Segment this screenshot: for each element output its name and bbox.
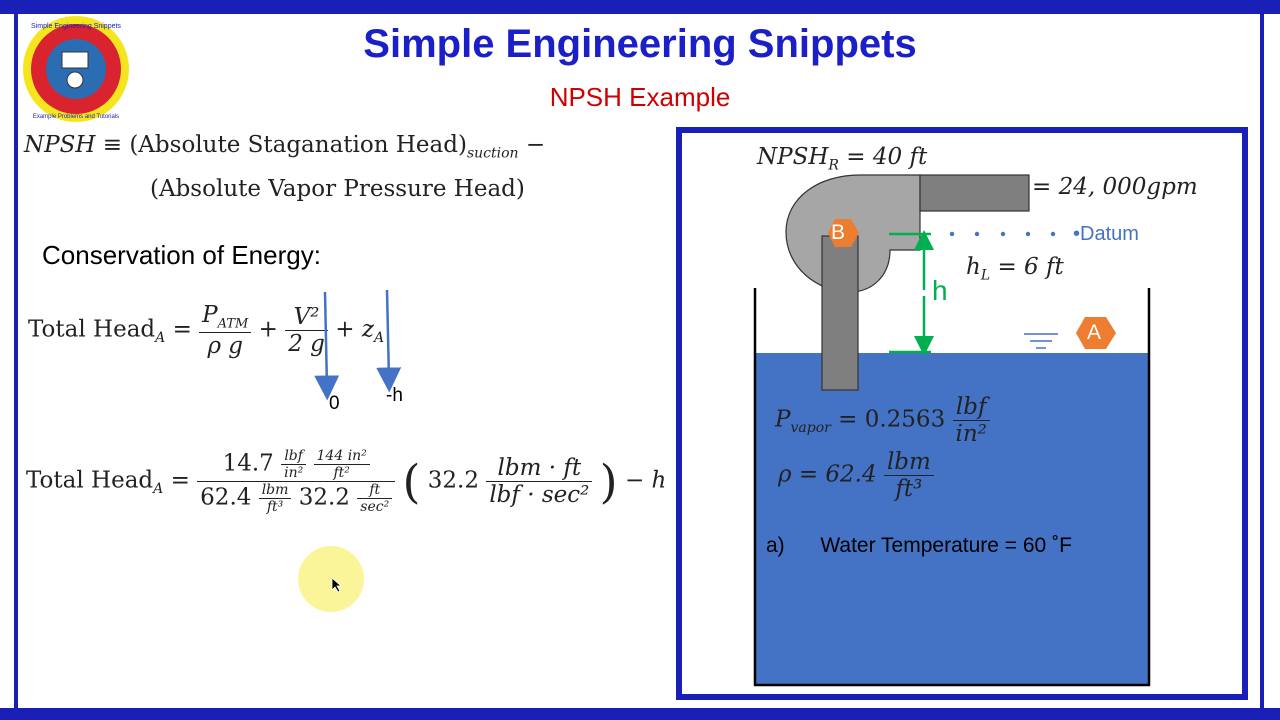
frame-right-bar [1260,14,1264,708]
pressure-head-fraction: PATM ρ g [199,302,252,359]
two-g: 2 g [288,330,325,357]
p-vapor-value: = 0.2563 [838,406,946,433]
npsh-r-sub: R [828,157,839,174]
head-loss-label: hL = 6 ft [966,254,1064,284]
hl-value: = 6 ft [997,254,1064,280]
npsh-symbol: NPSH [24,132,96,158]
patm-unit-top: lbf [281,448,307,465]
suction-pipe [821,235,859,391]
p-vapor-symbol: P [775,406,791,433]
density-unit-top: lbm [258,482,292,499]
gravity-value: 32.2 [298,484,350,511]
channel-logo: Simple Engineering Snippets Example Prob… [23,16,129,122]
stagnation-head-term: (Absolute Staganation Head) [129,132,467,158]
velocity-arrow [314,291,340,401]
p-vapor-unit-top: lbf [952,394,990,421]
vapor-pressure-head-term: (Absolute Vapor Pressure Head) [150,176,525,202]
npsh-r-value: = 40 ft [846,144,928,170]
npsh-definition-line1: NPSH ≡ (Absolute Staganation Head)suctio… [24,132,545,162]
npsh-required-label: NPSHR = 40 ft [757,144,927,174]
p-atm: P [202,302,218,328]
point-b-label: B [831,221,846,244]
z-sub-a: A [373,329,385,346]
conv-unit-bottom: ft² [333,465,350,481]
p-vapor-unit-bottom: in² [955,421,987,447]
mouse-pointer-icon [331,577,343,593]
hl-sub: L [980,267,991,284]
patm-unit-bottom: in² [284,465,304,481]
gc-bottom: lbf · sec² [489,482,590,508]
velocity-head-fraction: V² 2 g [285,304,328,357]
total-head-label: Total Head [28,316,156,343]
discharge-pipe [919,174,1030,212]
point-b-marker [828,219,859,247]
frame-bottom-bar [0,708,1280,720]
density-value: 62.4 [200,484,252,511]
note-text: Water Temperature = 60 ˚F [820,534,1072,557]
diagram-panel [676,127,1248,700]
flow-rate-label: = 24, 000gpm [1032,174,1198,200]
height-arrow [376,289,402,393]
numeric-total-head-label: Total Head [26,467,154,494]
h-label: h [932,275,948,306]
minus-h: − h [624,467,667,494]
hl-symbol: h [966,254,981,280]
gravity-unit-bottom: sec² [360,499,390,515]
gravity-unit-top: ft [357,482,393,499]
datum-dotted-line [949,231,1056,237]
velocity-zero-label: 0 [329,393,340,414]
rho-value: ρ = 62.4 [778,461,877,488]
patm-value: 14.7 [222,450,274,477]
v-squared: V² [285,304,328,331]
cursor-highlight [298,546,364,612]
p-vapor-sub: vapor [790,420,831,437]
note-prefix: a) [766,534,785,557]
suction-subscript: suction [466,145,519,162]
conservation-heading: Conservation of Energy: [42,240,321,270]
rho-unit-bottom: ft³ [895,476,923,502]
npsh-definition-line2: (Absolute Vapor Pressure Head) [150,176,525,202]
page-subtitle: NPSH Example [549,82,731,112]
logo-ring-text-bottom: Example Problems and Tutorials [33,114,119,120]
z-symbol: z [361,316,374,343]
gc-top: lbm · ft [486,455,593,482]
rho-unit-top: lbm [883,449,934,476]
logo-ring-text-top: Simple Engineering Snippets [31,23,121,30]
density-unit-bottom: ft³ [266,499,284,515]
rho-g: ρ g [207,332,244,359]
gc-fraction: lbm · ft lbf · sec² [486,455,593,508]
gc-value: 32.2 [427,467,479,494]
p-atm-sub: ATM [217,316,249,332]
total-head-equation: Total HeadA = PATM ρ g + V² 2 g + zA [28,302,385,359]
datum-label: •Datum [1073,223,1139,245]
conv-unit-top: 144 in² [313,448,370,465]
point-a-marker [1076,317,1116,349]
numeric-sub-a: A [153,481,164,498]
minus-symbol: − [525,132,546,158]
npsh-r-symbol: NPSH [757,144,829,170]
frame-top-bar [0,0,1280,14]
water-temperature-note: a) Water Temperature = 60 ˚F [766,534,1072,558]
page-title: Simple Engineering Snippets [363,22,917,66]
sub-a: A [155,329,166,346]
frame-left-bar [14,14,18,708]
height-minus-h-label: -h [386,385,403,406]
equiv-symbol: ≡ [102,132,123,158]
water-body [755,353,1148,684]
point-a-label: A [1087,321,1102,344]
